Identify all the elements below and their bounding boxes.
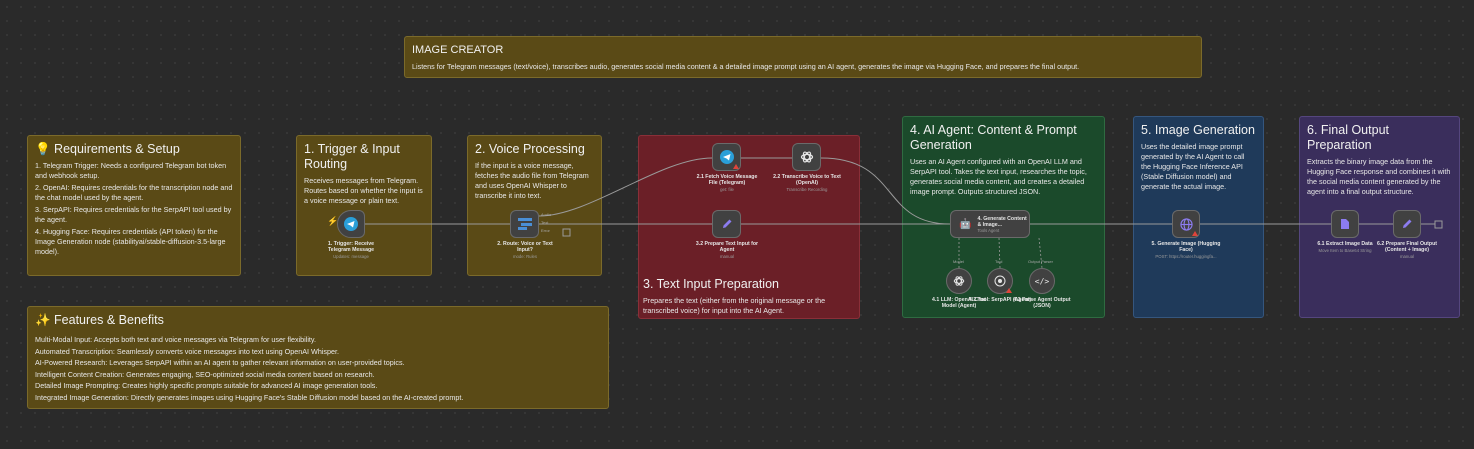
wire-route-fetch <box>538 157 713 217</box>
requirements-line: 2. OpenAI: Requires credentials for the … <box>35 183 233 202</box>
robot-icon: 🤖 <box>959 218 972 230</box>
agent-port-parser: Output Parser <box>1028 259 1053 264</box>
requirements-title: 💡 Requirements & Setup <box>35 142 180 156</box>
output-parser-node[interactable]: </> <box>1029 268 1055 294</box>
features-line: Automated Transcription: Seamlessly conv… <box>35 346 340 356</box>
globe-icon <box>1179 217 1193 231</box>
hf-node-sub: POST: https://router.huggingfa... <box>1155 254 1217 259</box>
warning-icon <box>733 164 739 169</box>
extract-node-sub: Move Item to Base64 String <box>1318 248 1372 253</box>
agent-port-model: Model <box>953 259 964 264</box>
features-line: Integrated Image Generation: Directly ge… <box>35 392 464 402</box>
final-section-body: Extracts the binary image data from the … <box>1307 157 1451 196</box>
agent-section-body: Uses an AI Agent configured with an Open… <box>910 157 1087 196</box>
warning-icon <box>1006 288 1012 293</box>
transcribe-voice-node[interactable] <box>792 143 821 171</box>
workflow-title: IMAGE CREATOR <box>412 44 504 56</box>
image-section-body: Uses the detailed image prompt generated… <box>1141 142 1245 191</box>
requirements-line: 3. SerpAPI: Requires credentials for the… <box>35 205 232 224</box>
warning-icon <box>1192 231 1198 236</box>
huggingface-request-node[interactable] <box>1172 210 1200 238</box>
requirements-note[interactable]: 💡 Requirements & Setup 1. Telegram Trigg… <box>27 135 241 276</box>
route-output-error: Error <box>541 228 550 233</box>
pencil-icon <box>722 219 731 228</box>
extract-node-label: 6.1 Extract Image Data <box>1317 241 1373 247</box>
features-line: Detailed Image Prompting: Creates highly… <box>35 381 378 391</box>
features-line: Multi-Modal Input: Accepts both text and… <box>35 335 316 344</box>
text-section-body: Prepares the text (either from the origi… <box>643 296 826 315</box>
serp-node-label: 4.2 Tool: SerpAPI (Agent) <box>968 297 1032 303</box>
agent-section-title: 4. AI Agent: Content & Prompt Generation <box>910 123 1077 152</box>
final-node-label: 6.2 Prepare Final Output (Content + Imag… <box>1377 241 1437 254</box>
final-output-end <box>1434 220 1443 229</box>
requirements-line: 1. Telegram Trigger: Needs a configured … <box>35 161 227 180</box>
transcribe-node-label: 2.2 Transcribe Voice to Text (OpenAI) <box>773 174 841 187</box>
features-line: AI-Powered Research: Leverages SerpAPI w… <box>35 358 405 368</box>
features-line: Intelligent Content Creation: Generates … <box>35 369 375 379</box>
switch-icon <box>517 218 532 230</box>
trigger-node-label: 1. Trigger: Receive Telegram Message <box>327 241 375 254</box>
ai-agent-node[interactable]: 🤖 4. Generate Content & Image... Tools A… <box>950 210 1030 238</box>
workflow-header-note[interactable]: IMAGE CREATOR Listens for Telegram messa… <box>404 36 1202 78</box>
telegram-trigger-node[interactable] <box>337 210 365 238</box>
serpapi-icon <box>994 275 1006 287</box>
file-icon <box>1341 219 1349 229</box>
route-node-label: 2. Route: Voice or Text Input? <box>497 241 553 254</box>
wire-transcribe-prepare <box>820 157 951 225</box>
text-section-title: 3. Text Input Preparation <box>643 277 779 291</box>
wire-agent-parser <box>1038 237 1043 269</box>
final-section-title: 6. Final Output Preparation <box>1307 123 1389 152</box>
voice-section-note[interactable]: 2. Voice Processing If the input is a vo… <box>467 135 602 276</box>
llm-openai-node[interactable] <box>946 268 972 294</box>
voice-section-title: 2. Voice Processing <box>475 142 585 156</box>
trigger-section-body: Receives messages from Telegram. Routes … <box>304 176 423 205</box>
route-output-audio: Audio <box>541 212 552 217</box>
fetch-node-sub: get: file <box>720 187 734 192</box>
fetch-node-label: 2.1 Fetch Voice Message File (Telegram) <box>696 174 758 187</box>
agent-node-sub: Tools Agent <box>977 227 1000 233</box>
telegram-icon <box>344 217 358 231</box>
trigger-section-note[interactable]: 1. Trigger & Input Routing Receives mess… <box>296 135 432 276</box>
error-output-end <box>562 228 571 237</box>
workflow-description: Listens for Telegram messages (text/voic… <box>412 62 1080 71</box>
agent-port-tool: Tool <box>995 259 1003 264</box>
extract-image-node[interactable] <box>1331 210 1359 238</box>
features-title: ✨ Features & Benefits <box>35 313 164 327</box>
route-switch-node[interactable] <box>510 210 539 238</box>
prepare-text-node[interactable] <box>712 210 741 238</box>
trigger-node-sub: Updates: message <box>333 254 369 259</box>
prepare-node-sub: manual <box>719 254 735 259</box>
requirements-line: 4. Hugging Face: Requires credentials (A… <box>35 227 226 256</box>
telegram-icon <box>719 150 734 164</box>
pencil-icon <box>1403 219 1412 228</box>
transcribe-node-sub: Transcribe Recording <box>786 187 828 192</box>
features-note[interactable]: ✨ Features & Benefits Multi-Modal Input:… <box>27 306 609 409</box>
openai-icon <box>800 151 813 163</box>
wire-agent-serp <box>998 237 1001 269</box>
final-output-node[interactable] <box>1393 210 1421 238</box>
code-icon: </> <box>1034 276 1050 286</box>
parse-node-label: 4.3 Parse Agent Output (JSON) <box>1013 297 1071 310</box>
voice-section-body: If the input is a voice message, fetches… <box>475 161 589 200</box>
route-output-text: Text <box>541 220 549 225</box>
prepare-node-label: 3.2 Prepare Text Input for Agent <box>695 241 759 254</box>
lightning-icon: ⚡ <box>327 216 339 226</box>
image-section-title: 5. Image Generation <box>1141 123 1255 137</box>
openai-icon <box>953 276 965 286</box>
route-node-sub: mode: Rules <box>512 254 538 259</box>
final-node-sub: manual <box>1399 254 1415 259</box>
agent-node-label: 4. Generate Content & Image... <box>977 215 1027 228</box>
llm-node-label: 4.1 LLM: OpenAI Chat Model (Agent) <box>932 297 986 310</box>
hf-node-label: 5. Generate Image (Hugging Face) <box>1151 241 1221 254</box>
final-section-note[interactable]: 6. Final Output Preparation Extracts the… <box>1299 116 1460 318</box>
trigger-section-title: 1. Trigger & Input Routing <box>304 142 400 171</box>
